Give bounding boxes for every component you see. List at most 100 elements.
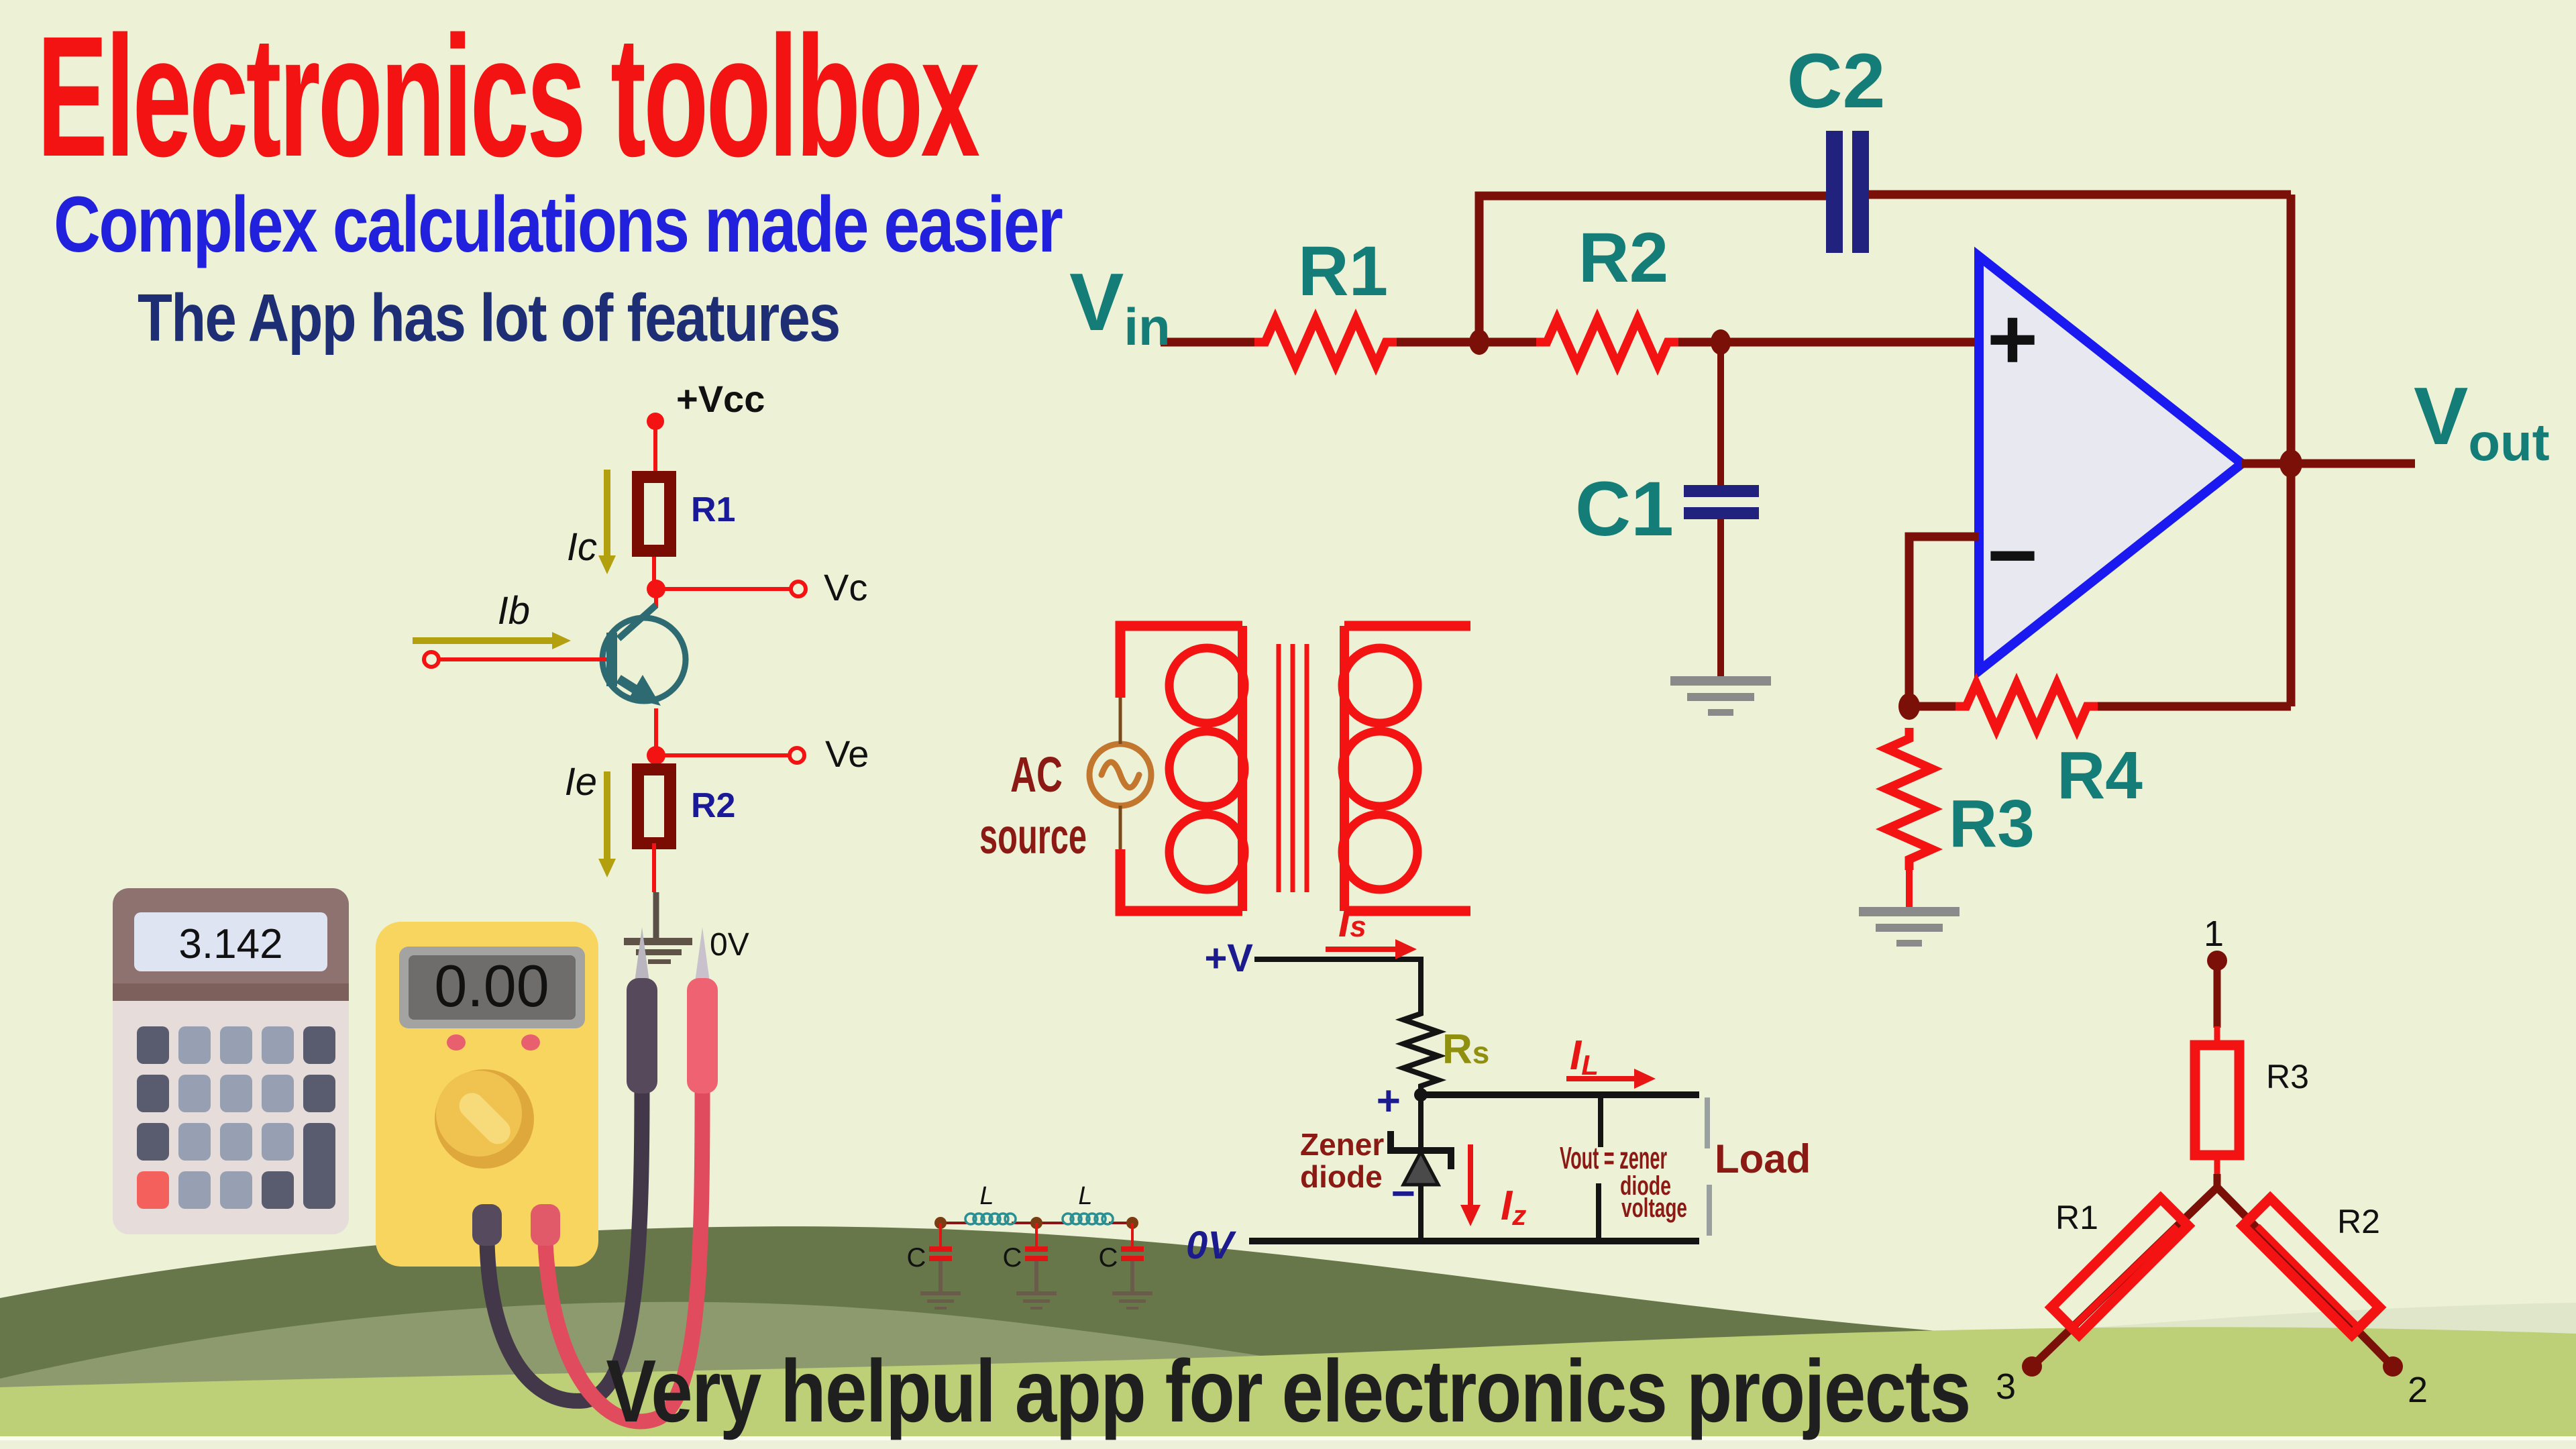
opamp-symbol bbox=[1974, 246, 2250, 681]
node-dot bbox=[2022, 1356, 2042, 1377]
calc-key bbox=[303, 1026, 335, 1064]
l-label: L bbox=[1078, 1182, 1092, 1210]
vout-note: Vout = zener bbox=[1560, 1140, 1667, 1175]
wire bbox=[1904, 532, 1979, 706]
capacitor-c1-icon bbox=[1684, 485, 1759, 497]
vout-note: diode bbox=[1620, 1171, 1671, 1201]
r3-label: R3 bbox=[1949, 786, 2035, 861]
coil-loop-icon bbox=[1165, 643, 1249, 728]
arrowhead-icon bbox=[598, 859, 616, 877]
zener-name-label: Zener bbox=[1300, 1127, 1384, 1162]
calc-key bbox=[262, 1123, 294, 1161]
calc-key bbox=[262, 1075, 294, 1112]
coil-loop-icon bbox=[1338, 643, 1422, 728]
iz-label: Iz bbox=[1501, 1183, 1526, 1231]
calc-key bbox=[220, 1075, 252, 1112]
ac-source-label: AC bbox=[1010, 747, 1063, 802]
ground-icon bbox=[624, 938, 692, 964]
indicator-dot bbox=[447, 1034, 466, 1051]
node-dot bbox=[2383, 1356, 2403, 1377]
opamp-minus-input: − bbox=[1987, 506, 2038, 604]
black-probe-handle bbox=[627, 978, 657, 1093]
r3-label: R3 bbox=[2266, 1058, 2309, 1095]
capacitor-icon bbox=[929, 1256, 952, 1261]
vin-label: Vin bbox=[1069, 256, 1171, 356]
shunt-capacitor: C bbox=[1003, 1223, 1057, 1309]
resistor-r2-box-icon bbox=[2235, 1191, 2387, 1342]
r2-label: R2 bbox=[1578, 219, 1668, 297]
primary-wire bbox=[1115, 849, 1242, 916]
capacitor-icon bbox=[1121, 1246, 1144, 1252]
calc-key bbox=[137, 1026, 169, 1064]
calc-key bbox=[303, 1075, 335, 1112]
ground-icon bbox=[1016, 1291, 1057, 1309]
resistor-r1-icon bbox=[1254, 308, 1397, 376]
arrowhead-icon bbox=[1395, 939, 1417, 959]
arrowhead-icon bbox=[1634, 1069, 1656, 1089]
zero-v-label: 0V bbox=[710, 927, 749, 963]
red-probe-handle bbox=[687, 978, 718, 1093]
shunt-capacitor: C bbox=[907, 1223, 961, 1309]
transistor-collector-lead bbox=[616, 602, 659, 641]
transformer-diagram: AC source bbox=[979, 621, 1470, 916]
resistor-r3-box-icon bbox=[2190, 1040, 2245, 1161]
rs-label: Rs bbox=[1442, 1026, 1489, 1073]
transistor-base-bar bbox=[606, 633, 617, 686]
node1-label: 1 bbox=[2204, 914, 2224, 954]
inductor-icon bbox=[964, 1212, 1017, 1226]
page-subtitle: Complex calculations made easier bbox=[54, 180, 1063, 269]
coil-loop-icon bbox=[1338, 810, 1422, 894]
inductor-icon bbox=[1061, 1212, 1114, 1226]
c2-label: C2 bbox=[1786, 38, 1885, 124]
calc-key bbox=[262, 1026, 294, 1064]
node-dot bbox=[1469, 329, 1489, 355]
vout-label: Vout bbox=[2414, 370, 2550, 472]
resistor-r2-icon bbox=[1536, 308, 1678, 376]
calc-key bbox=[220, 1171, 252, 1209]
resistor-r1-box-icon bbox=[2044, 1191, 2196, 1342]
calculator-keypad bbox=[137, 1026, 335, 1209]
capacitor-c1-icon bbox=[1684, 507, 1759, 519]
terminal-icon bbox=[422, 650, 441, 669]
ib-label: Ib bbox=[498, 589, 530, 633]
calculator-bezel-strip bbox=[113, 983, 349, 1001]
coil-loop-icon bbox=[1165, 810, 1249, 894]
shunt-capacitor: C bbox=[1099, 1223, 1152, 1309]
polarity-minus: − bbox=[1391, 1171, 1415, 1217]
r2-label: R2 bbox=[2337, 1203, 2380, 1240]
resistor-rs-icon bbox=[1395, 1010, 1447, 1091]
calc-key-tall bbox=[303, 1123, 335, 1209]
load-label: Load bbox=[1715, 1136, 1811, 1181]
capacitor-c2-icon bbox=[1852, 131, 1869, 253]
resistor-r2-box-icon bbox=[632, 763, 676, 849]
multimeter-screen bbox=[409, 955, 576, 1020]
resistor-r3-icon bbox=[1875, 728, 1943, 870]
r1-label: R1 bbox=[691, 490, 735, 529]
capacitor-icon bbox=[1025, 1256, 1048, 1261]
ie-label: Ie bbox=[565, 760, 597, 804]
il-label: IL bbox=[1570, 1032, 1599, 1081]
ground-icon bbox=[920, 1291, 961, 1309]
emitter-arrowhead-icon bbox=[629, 675, 661, 706]
red-probe-tip bbox=[695, 927, 710, 982]
arrowhead-icon bbox=[552, 632, 571, 649]
page-title: Electronics toolbox bbox=[37, 1, 980, 193]
indicator-dot bbox=[521, 1034, 540, 1051]
page-tagline: The App has lot of features bbox=[138, 280, 841, 356]
multimeter-display-value: 0.00 bbox=[434, 953, 549, 1019]
wire bbox=[1474, 191, 1826, 342]
is-label: Is bbox=[1338, 900, 1366, 946]
ground-icon bbox=[1859, 907, 1960, 947]
capacitor-c2-icon bbox=[1826, 131, 1843, 253]
ve-label: Ve bbox=[825, 733, 869, 775]
ic-label: Ic bbox=[567, 525, 597, 569]
capacitor-icon bbox=[1025, 1246, 1048, 1252]
zener-name-label: diode bbox=[1300, 1159, 1383, 1194]
node3-label: 3 bbox=[1996, 1366, 2016, 1407]
vout-note: voltage bbox=[1621, 1193, 1687, 1223]
calc-key bbox=[220, 1026, 252, 1064]
capacitor-icon bbox=[929, 1246, 952, 1252]
c-label: C bbox=[907, 1243, 926, 1273]
calc-key bbox=[137, 1075, 169, 1112]
